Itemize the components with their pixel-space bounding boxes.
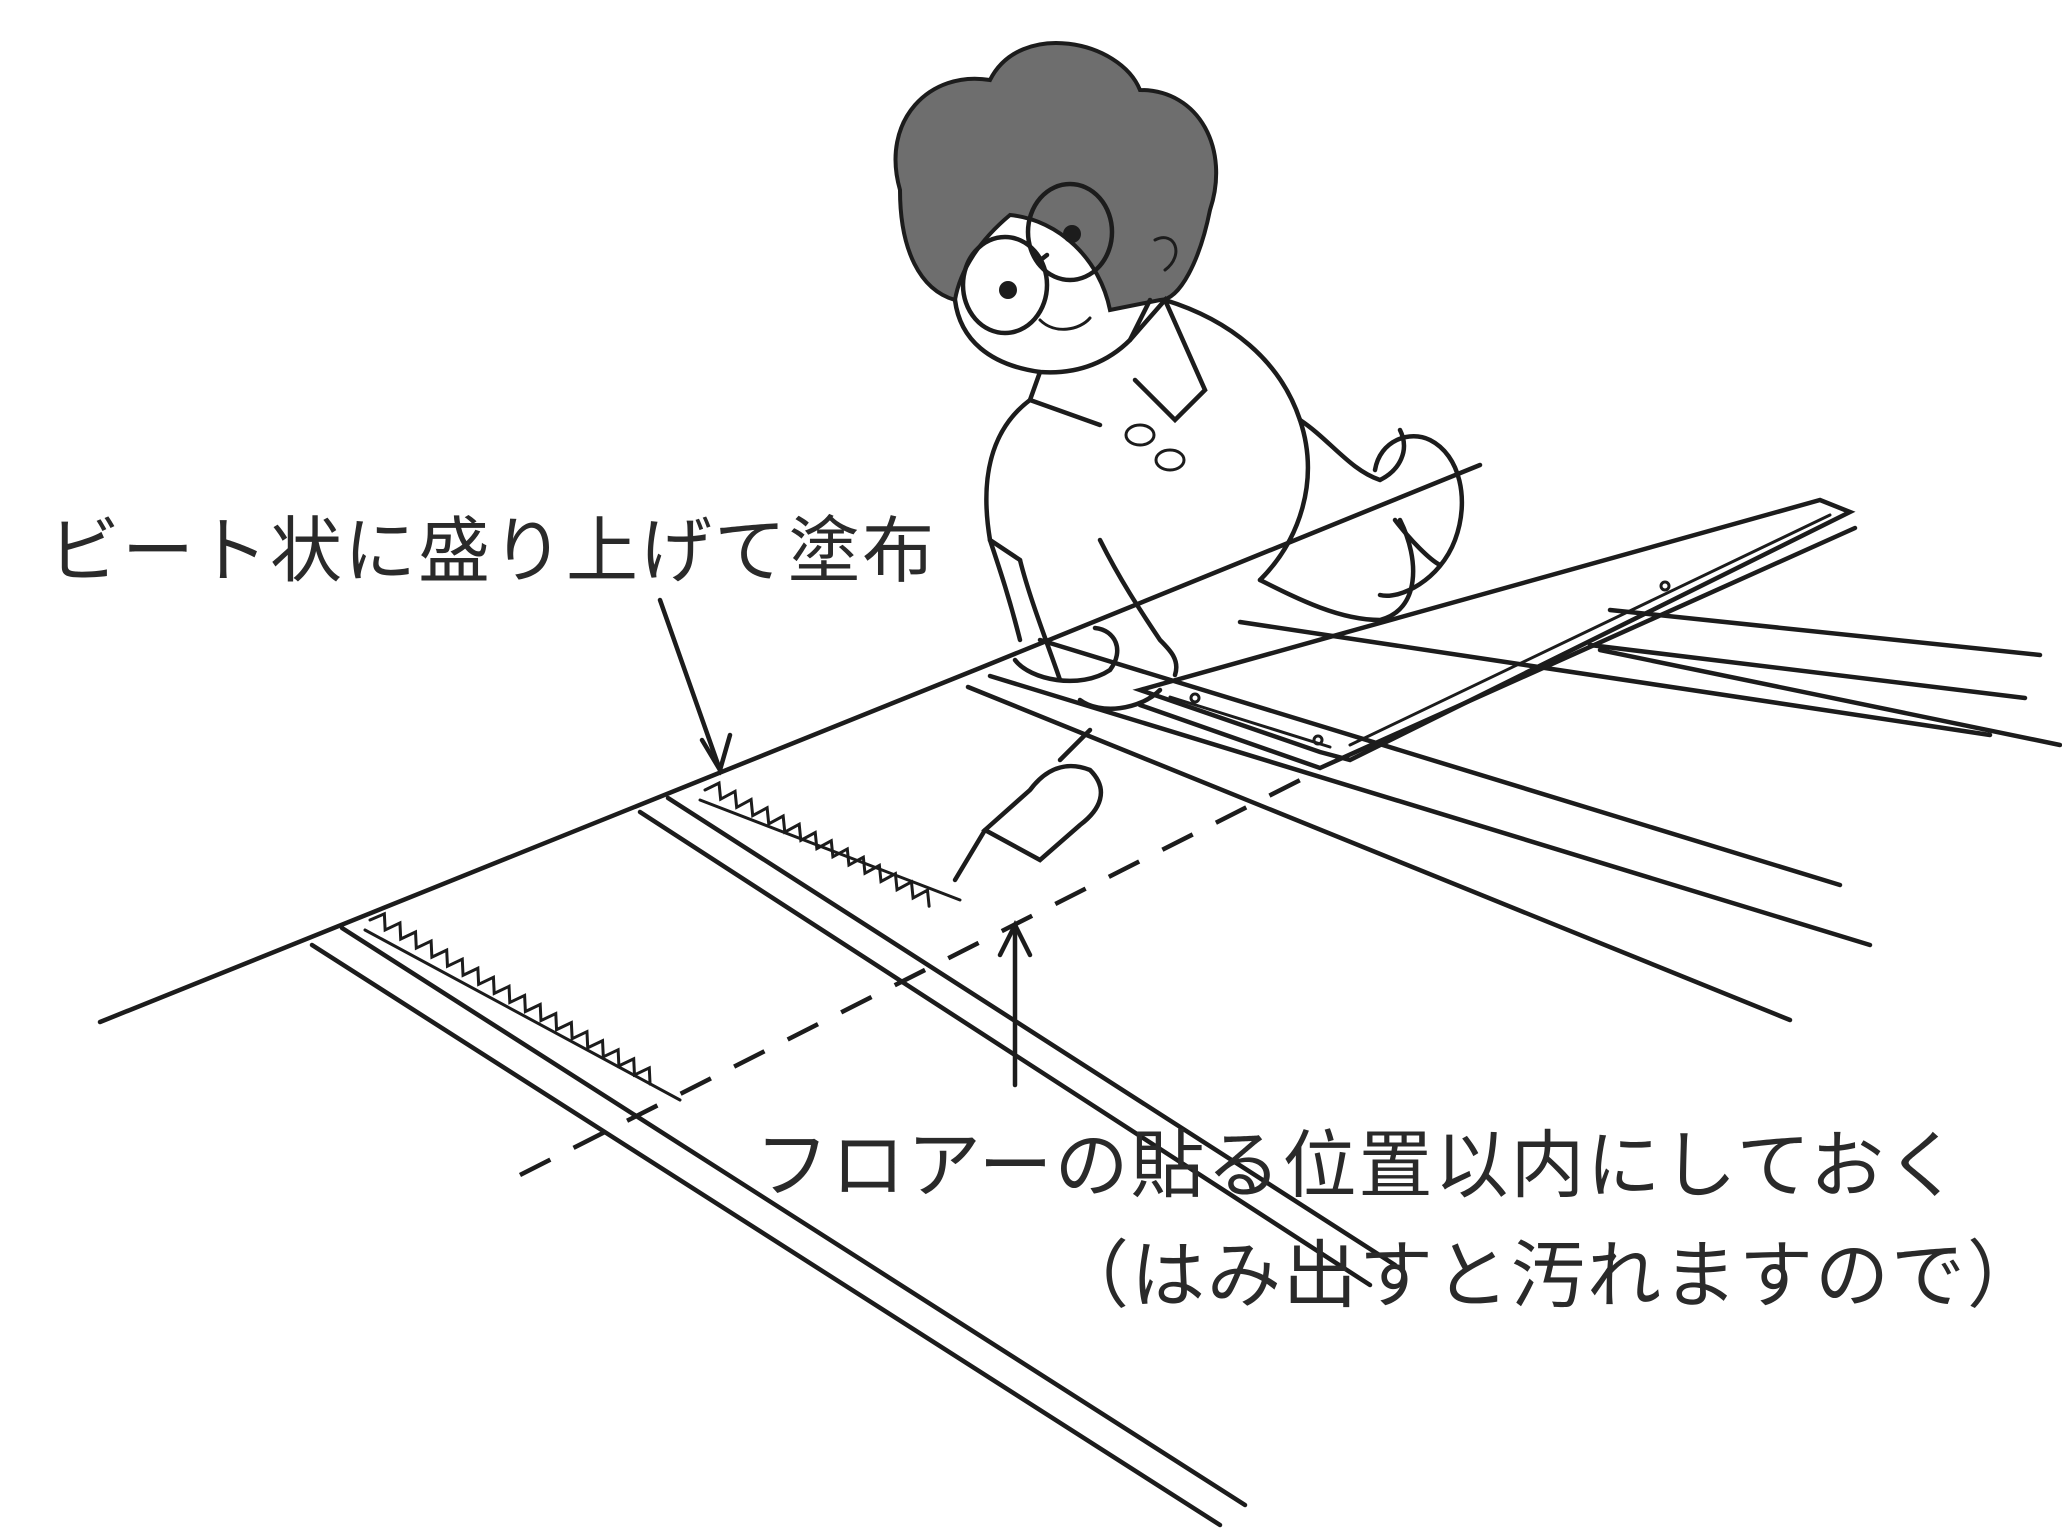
floor-joists (309, 607, 2062, 1528)
floor-board (1132, 497, 1858, 771)
worker-figure (893, 41, 1465, 883)
bead-leader-arrow (657, 597, 733, 776)
floor-position-guide (518, 767, 1322, 1178)
adhesive-bead-lower (363, 911, 682, 1102)
adhesive-bead-upper (698, 780, 962, 908)
subfloor-edge (97, 462, 1483, 1025)
floor-position-label: フロアーの貼る位置以内にしておく (755, 1123, 1963, 1209)
position-leader-arrow (997, 919, 1033, 1088)
bead-application-label: ビート状に盛り上げて塗布 (48, 509, 937, 593)
dirt-warning-label: （はみ出すと汚れますので） (1055, 1233, 2043, 1319)
